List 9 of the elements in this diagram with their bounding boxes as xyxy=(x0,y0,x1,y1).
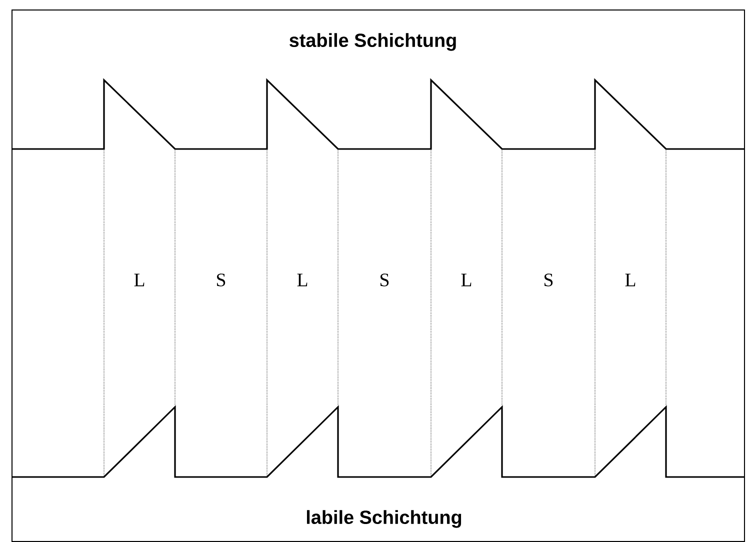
region-letter: S xyxy=(380,274,389,286)
heading: labile Schichtung xyxy=(306,510,462,528)
region-letter: L xyxy=(297,274,308,286)
region-letter: L xyxy=(625,274,636,286)
region-letter: S xyxy=(544,274,553,286)
region-letter: S xyxy=(217,274,226,286)
region-letter: L xyxy=(461,274,472,286)
heading: stabile Schichtung xyxy=(290,33,456,51)
region-letter: L xyxy=(134,274,144,286)
